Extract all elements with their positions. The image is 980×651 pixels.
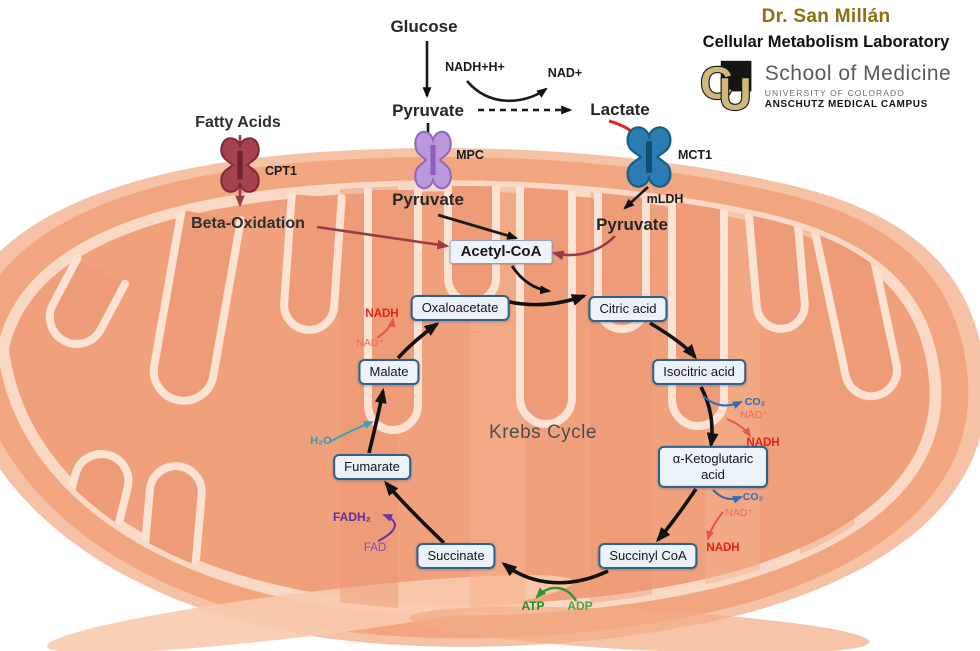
- campus-label: ANSCHUTZ MEDICAL CAMPUS: [764, 99, 928, 110]
- nadh-h-label: NADH+H+: [445, 60, 505, 74]
- arrow-akg-to-succinylcoa: [656, 487, 698, 543]
- cu-logo-letter-u: U: [719, 68, 752, 114]
- nad-akg-label: NAD⁺: [725, 507, 753, 519]
- mldh-label: mLDH: [646, 192, 684, 206]
- arrow-nad-to-nadh-akg: [706, 511, 724, 541]
- fad-label: FAD: [363, 542, 387, 554]
- arrow-succinate-to-fumarate: [384, 480, 446, 545]
- alpha-ketoglutaric-box: α-Ketoglutaric acid: [658, 445, 768, 489]
- doctor-name: Dr. San Millán: [761, 6, 891, 27]
- h2o-label: H₂O: [310, 435, 332, 447]
- mitochondrion-body: [0, 148, 980, 651]
- krebs-cycle-arrows: [367, 265, 719, 585]
- arrow-nad-to-nadh-malate: [376, 317, 396, 339]
- krebs-cycle-title: Krebs Cycle: [489, 422, 597, 443]
- glucose-label: Glucose: [390, 17, 458, 36]
- arrow-pyruvate-right-to-acetylcoa: [551, 235, 616, 260]
- mpc-label: MPC: [456, 148, 484, 162]
- lactate-label: Lactate: [590, 100, 650, 119]
- nad-isocitric-label: NAD⁺: [740, 409, 768, 421]
- malate-box: Malate: [358, 359, 420, 385]
- cu-logo-icon: C U: [701, 58, 753, 114]
- nad-malate-label: NAD⁺: [356, 337, 384, 349]
- arrow-nadh-to-nad: [466, 80, 548, 103]
- nadh-isocitric-label: NADH: [746, 437, 780, 449]
- arrow-pyruvate-to-acetylcoa: [437, 213, 519, 240]
- lab-title: Cellular Metabolism Laboratory: [702, 33, 950, 51]
- arrow-adp-to-atp: [535, 586, 578, 602]
- nadh-akg-label: NADH: [706, 542, 740, 554]
- cu-logo-letter-c: C: [701, 58, 733, 109]
- arrow-fumarate-to-malate: [367, 388, 387, 454]
- arrow-isocitric-to-akg: [699, 386, 719, 448]
- succinate-box: Succinate: [416, 543, 496, 569]
- cpt1-transporter: [220, 137, 260, 193]
- acetyl-coa-box: Acetyl-CoA: [449, 240, 553, 264]
- pyruvate-matrix-left-label: Pyruvate: [392, 190, 464, 209]
- cofactor-arrows: [330, 317, 752, 602]
- mct1-transporter: [626, 126, 672, 188]
- fumarate-box: Fumarate: [333, 454, 411, 480]
- school-of-medicine-label: School of Medicine: [764, 62, 952, 85]
- arrow-co2-isocitric: [702, 395, 743, 409]
- beta-oxidation-label: Beta-Oxidation: [191, 215, 305, 232]
- arrow-nad-to-nadh-isocitric: [726, 418, 752, 438]
- adp-label: ADP: [567, 599, 593, 613]
- mct1-label: MCT1: [677, 148, 713, 162]
- nadh-malate-label: NADH: [365, 308, 399, 320]
- arrow-citric-to-isocitric: [649, 321, 697, 360]
- fatty-acids-label: Fatty Acids: [195, 114, 281, 131]
- arrow-malate-to-oxaloacetate: [396, 322, 440, 360]
- co2-isocitric-label: CO₂: [744, 396, 766, 408]
- university-label: UNIVERSITY OF COLORADO: [764, 88, 906, 98]
- atp-label: ATP: [521, 599, 545, 613]
- arrow-oxaloacetate-to-citric: [504, 294, 587, 307]
- arrow-acetylcoa-into-cycle: [510, 265, 552, 295]
- arrow-succinylcoa-to-succinate: [501, 562, 609, 585]
- fadh2-label: FADH₂: [333, 510, 371, 524]
- nad-label: NAD+: [547, 66, 583, 80]
- arrow-co2-akg: [712, 489, 743, 504]
- isocitric-acid-box: Isocitric acid: [652, 359, 746, 385]
- arrow-h2o-in: [330, 421, 374, 442]
- arrow-betaoxidation-to-acetylcoa: [316, 225, 450, 250]
- oxaloacetate-box: Oxaloacetate: [410, 295, 510, 321]
- pyruvate-top-label: Pyruvate: [392, 101, 464, 120]
- mpc-transporter: [414, 130, 452, 190]
- succinyl-coa-box: Succinyl CoA: [598, 543, 698, 569]
- arrow-mldh: [623, 186, 649, 210]
- citric-acid-box: Citric acid: [588, 296, 668, 322]
- pyruvate-matrix-right-label: Pyruvate: [596, 215, 668, 234]
- header: Dr. San Millán Cellular Metabolism Labor…: [678, 6, 974, 114]
- university-logo-block: C U School of Medicine UNIVERSITY OF COL…: [678, 58, 974, 114]
- arrow-fad-to-fadh2: [377, 514, 396, 542]
- co2-akg-label: CO₂: [742, 491, 764, 503]
- cpt1-label: CPT1: [265, 164, 297, 178]
